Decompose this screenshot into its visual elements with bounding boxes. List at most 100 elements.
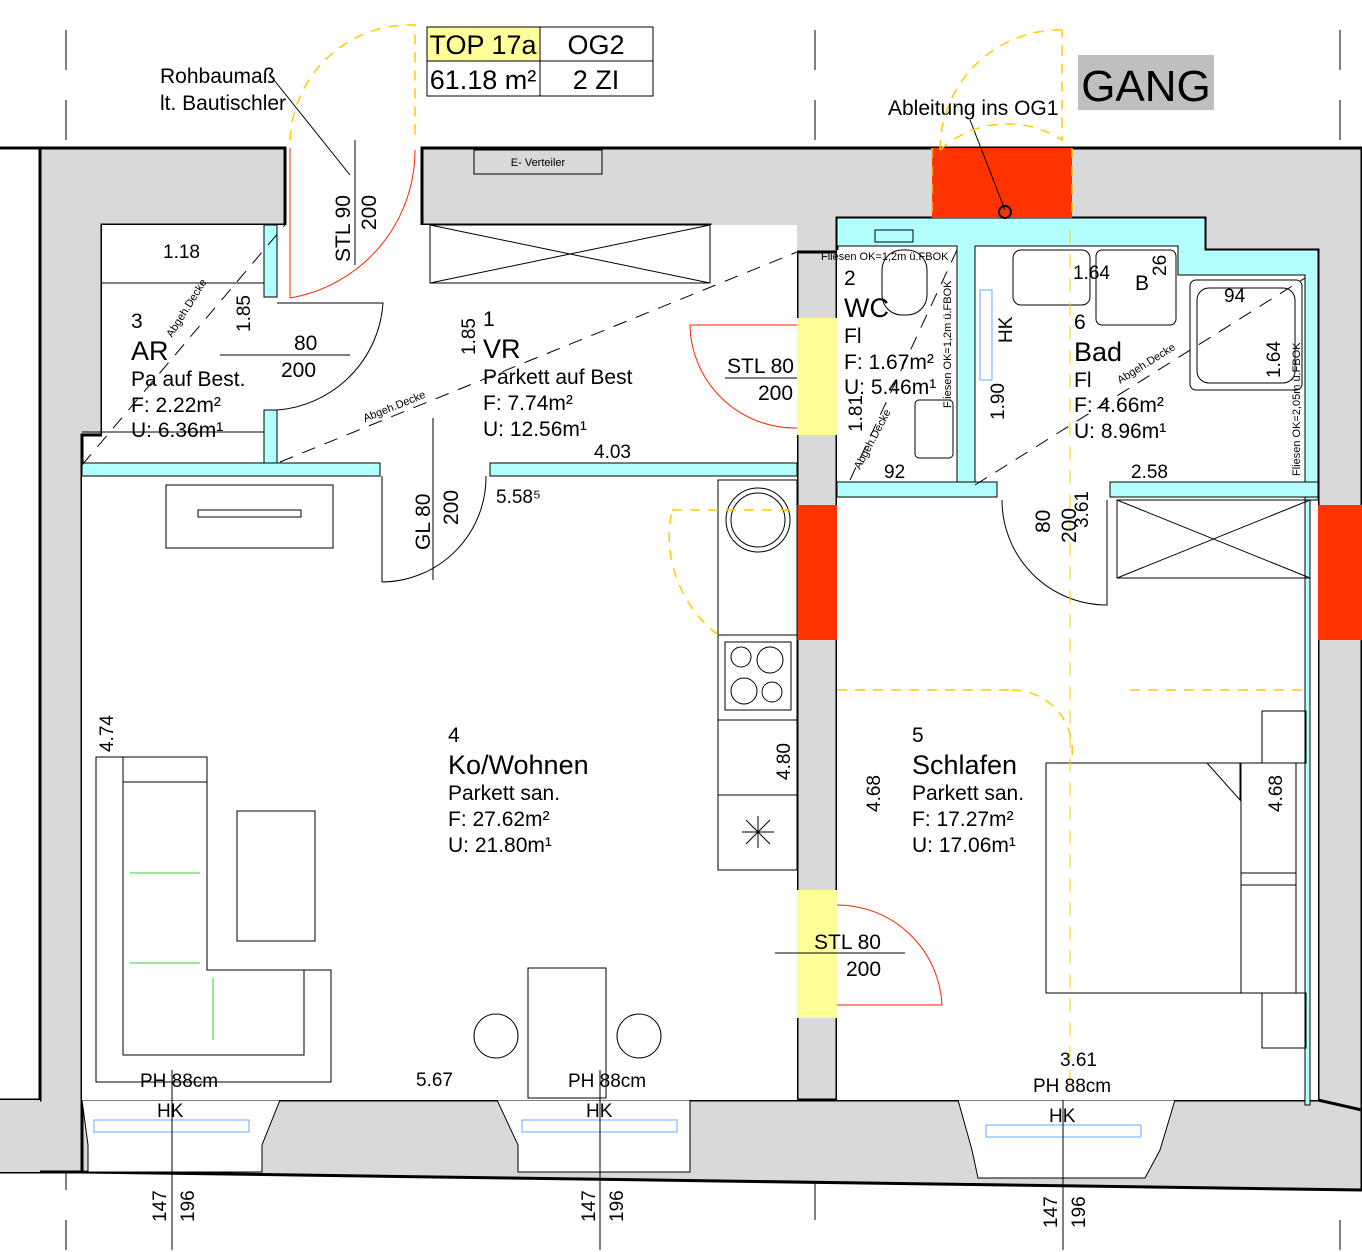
room-number: 2 [844,267,856,290]
bidet-label: B [1135,272,1149,295]
room-ko-wohnen: 4 Ko/Wohnen Parkett san. F: 27.62m² U: 2… [448,724,589,857]
room-floor: Fl [844,325,862,348]
room-name: AR [131,336,169,366]
room-area: F: 7.74m² [483,392,573,415]
rohbau-note-1: Rohbaumaß [160,65,276,88]
room-floor: Pa auf Best. [131,368,245,391]
door-wc-height: 200 [758,382,793,405]
dim-label: 94 [1224,286,1246,307]
parapet-height: PH 88cm [568,1071,646,1092]
room-schlafen: 5 Schlafen Parkett san. F: 17.27m² U: 17… [912,724,1024,857]
radiator-label: HK [157,1101,184,1122]
dim-label: 1.64 [1264,341,1285,378]
walls [0,146,1362,1192]
opening-wc [797,318,837,435]
radiator-label: HK [996,316,1017,343]
door-bad-width: 80 [1032,510,1055,533]
room-perimeter: U: 6.36m¹ [131,419,223,442]
room-area: F: 2.22m² [131,394,221,417]
room-wc: 2 WC Fl F: 1.67m² U: 5.46m¹ [844,267,936,399]
room-perimeter: U: 8.96m¹ [1074,420,1166,443]
door-ar-height: 200 [281,359,316,382]
ableitung-note: Ableitung ins OG1 [888,97,1058,120]
dim-label: 92 [884,462,905,483]
dim-label: 4.80 [774,743,795,780]
dim-label: 1.90 [988,383,1009,420]
dim-label: 4.68 [864,775,885,812]
room-vr: 1 VR Parkett auf Best F: 7.74m² U: 12.56… [483,308,633,441]
room-number: 6 [1074,311,1086,334]
dimension-labels: 1.18 1.85 1.85 4.03 5.58⁵ 4.74 4.80 5.67… [97,242,1287,1091]
room-perimeter: U: 12.56m¹ [483,418,587,441]
parapet-height: PH 88cm [1033,1076,1111,1097]
dim-label: 4.03 [594,442,631,463]
window-labels: PH 88cm HK PH 88cm HK PH 88cm HK HK 147 … [140,316,1111,1250]
unit-number: TOP 17a [429,30,537,60]
radiator-label: HK [586,1101,613,1122]
door-wohnen-height: 200 [440,490,463,525]
room-area: F: 1.67m² [844,351,934,374]
door-bad-height: 200 [1058,508,1081,543]
sill-height: 147 [1041,1196,1062,1228]
dim-label: 1.64 [1073,263,1110,284]
room-ar: 3 AR Pa auf Best. F: 2.22m² U: 6.36m¹ [131,310,245,442]
dim-label: 4.74 [97,715,118,752]
room-floor: Parkett san. [448,782,560,805]
door-wohnen-type: GL 80 [412,494,435,550]
room-count: 2 ZI [573,65,620,95]
room-name: VR [483,334,521,364]
floor-level: OG2 [567,30,624,60]
room-floor: Parkett san. [912,782,1024,805]
room-bad: 6 Bad Fl F: 4.66m² U: 8.96m¹ [1074,311,1166,443]
room-number: 1 [483,308,495,331]
dim-label: 3.61 [1060,1050,1097,1071]
tile-height-note: Fliesen OK=2,05m ü.FBOK [1291,342,1303,476]
sill-height: 196 [178,1190,199,1222]
dim-label: 3.61 [1072,491,1093,528]
unit-header-table: TOP 17a OG2 61.18 m² 2 ZI [426,26,654,97]
room-area: F: 4.66m² [1074,394,1164,417]
room-number: 5 [912,724,924,747]
door-entry-type: STL 90 [332,195,355,262]
room-area: F: 17.27m² [912,808,1014,831]
door-swings [276,24,1310,1006]
sill-height: 147 [579,1190,600,1222]
room-number: 3 [131,310,143,333]
door-entry-height: 200 [358,195,381,230]
room-floor: Fl [1074,369,1092,392]
door-wc-type: STL 80 [727,355,794,378]
rohbau-note-2: lt. Bautischler [160,92,286,115]
room-perimeter: U: 17.06m¹ [912,834,1016,857]
door-ar-width: 80 [294,332,317,355]
parapet-height: PH 88cm [140,1071,218,1092]
dim-label: 1.18 [163,242,200,263]
room-name: WC [844,293,889,323]
room-area: F: 27.62m² [448,808,550,831]
dim-label: 1.81 [846,395,867,432]
dim-label: 5.58⁵ [496,487,541,508]
radiator-label: HK [1049,1106,1076,1127]
room-floor: Parkett auf Best [483,366,633,389]
dim-label: 2.58 [1131,462,1168,483]
room-number: 4 [448,724,460,747]
gang-badge-bg [1078,55,1214,110]
partitions [81,217,1319,1106]
chimney-mid [797,505,837,640]
dim-label: 26 [1150,255,1171,276]
room-name: Schlafen [912,750,1017,780]
dim-label: 5.67 [416,1070,453,1091]
door-schlafen-height: 200 [846,958,881,981]
room-perimeter: U: 21.80m¹ [448,834,552,857]
sill-height: 147 [150,1190,171,1222]
door-labels: STL 90 200 80 200 STL 80 200 GL 80 200 S… [220,140,1081,981]
dim-label: 4.68 [1266,775,1287,812]
ceiling-dashes [81,224,1306,1090]
e-verteiler-label: E- Verteiler [511,157,566,169]
sill-height: 196 [607,1190,628,1222]
gang-label: GANG [1081,62,1211,111]
room-perimeter: U: 5.46m¹ [844,376,936,399]
sill-height: 196 [1069,1196,1090,1228]
door-schlafen-type: STL 80 [814,931,881,954]
dim-label: 1.85 [234,295,255,332]
